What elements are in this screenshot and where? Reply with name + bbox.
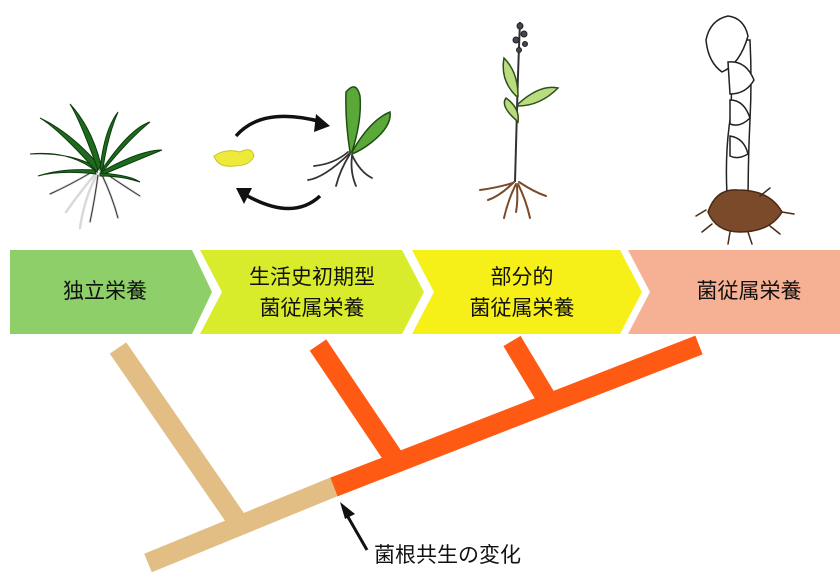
stage-label-mycoheterotroph: 菌従属栄養 <box>664 276 834 307</box>
plant-early-mycoheterotroph-illustration <box>213 86 391 211</box>
plant-mycoheterotroph-illustration <box>695 15 795 245</box>
stage-chevron-2 <box>200 250 424 334</box>
branch-partial-mycoheterotroph <box>503 335 557 407</box>
stage-label-line: 菌従属栄養 <box>259 296 365 320</box>
stage-label-line: 菌従属栄養 <box>696 279 802 303</box>
seed-illustration <box>213 149 255 167</box>
stage-label-autotroph: 独立栄養 <box>40 276 170 307</box>
stage-chevron-3 <box>412 250 642 334</box>
annotation-text: 菌根共生の変化 <box>374 543 521 567</box>
stage-label-partial-mycoheterotroph: 部分的 菌従属栄養 <box>432 262 612 324</box>
stage-label-line: 生活史初期型 <box>249 265 375 289</box>
stage-label-line: 独立栄養 <box>63 279 147 303</box>
plant-partial-mycoheterotroph-illustration <box>479 21 560 219</box>
branch-autotroph <box>109 342 247 528</box>
plant-autotroph-illustration <box>29 103 163 230</box>
stage-label-early-mycoheterotroph: 生活史初期型 菌従属栄養 <box>222 262 402 324</box>
stage-banner <box>10 250 840 334</box>
trunk-derived <box>330 335 703 497</box>
branch-early-mycoheterotroph <box>309 339 405 467</box>
phylogeny-tree <box>109 335 703 573</box>
stage-chevron-1 <box>10 250 212 334</box>
annotation-arrow <box>340 502 369 551</box>
annotation-label: 菌根共生の変化 <box>374 540 544 571</box>
stage-chevron-4 <box>628 250 840 334</box>
trunk-ancestral <box>144 476 340 573</box>
stage-label-line: 部分的 <box>490 265 554 289</box>
stage-label-line: 菌従属栄養 <box>469 296 575 320</box>
